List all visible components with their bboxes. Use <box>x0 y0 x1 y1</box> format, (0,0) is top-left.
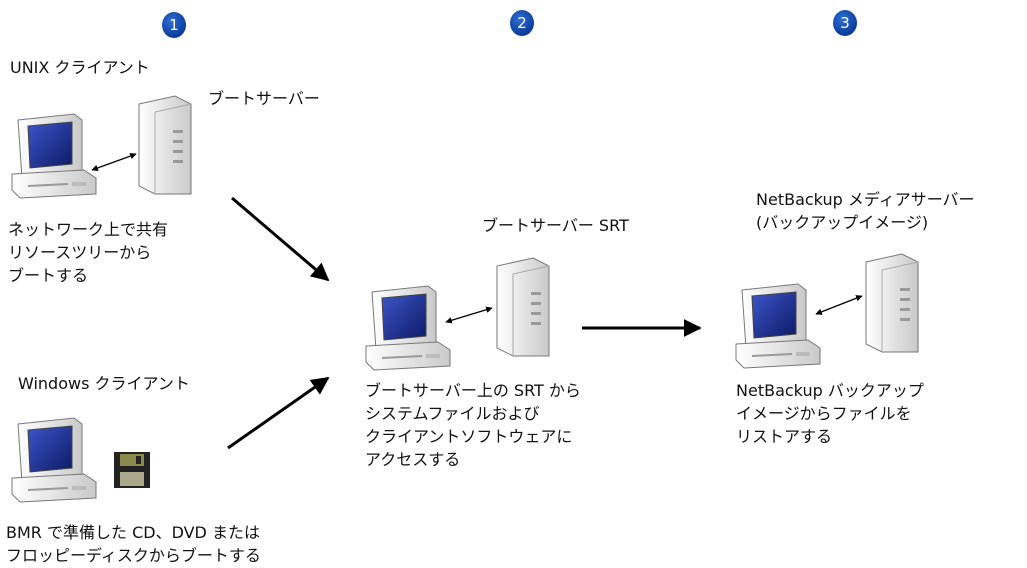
windows-client-computer-icon <box>11 417 97 503</box>
step-2-marker: 2 <box>510 10 534 36</box>
restore-client-computer-icon <box>735 283 821 369</box>
unix-client-computer-icon <box>11 113 97 199</box>
unix-client-label: UNIX クライアント <box>10 58 150 77</box>
floppy-disk-icon <box>114 452 150 488</box>
unix-server-link-arrow <box>91 152 137 172</box>
boot-server-label: ブートサーバー <box>208 89 320 108</box>
boot-server-srt-label: ブートサーバー SRT <box>482 216 629 235</box>
restore-description: NetBackup バックアップ イメージからファイルを リストアする <box>736 381 924 446</box>
media-server-icon <box>865 253 919 353</box>
boot-server-srt-icon <box>496 257 550 357</box>
windows-boot-description: BMR で準備した CD、DVD または フロッピーディスクからブートする <box>6 523 261 565</box>
srt-client-computer-icon <box>365 285 451 371</box>
step-1-marker: 1 <box>162 12 186 38</box>
media-server-label: NetBackup メディアサーバー (バックアップイメージ) <box>756 190 975 232</box>
unix-boot-description: ネットワーク上で共有 リソースツリーから ブートする <box>8 220 169 285</box>
unix-to-srt-arrow <box>231 196 330 282</box>
windows-client-label: Windows クライアント <box>18 374 190 393</box>
boot-server-icon <box>138 95 192 195</box>
step-3-marker: 3 <box>833 10 857 36</box>
media-link-arrow <box>815 295 863 315</box>
srt-access-description: ブートサーバー上の SRT から システムファイルおよび クライアントソフトウェ… <box>365 381 581 469</box>
srt-link-arrow <box>445 306 493 324</box>
windows-to-srt-arrow <box>227 376 330 450</box>
